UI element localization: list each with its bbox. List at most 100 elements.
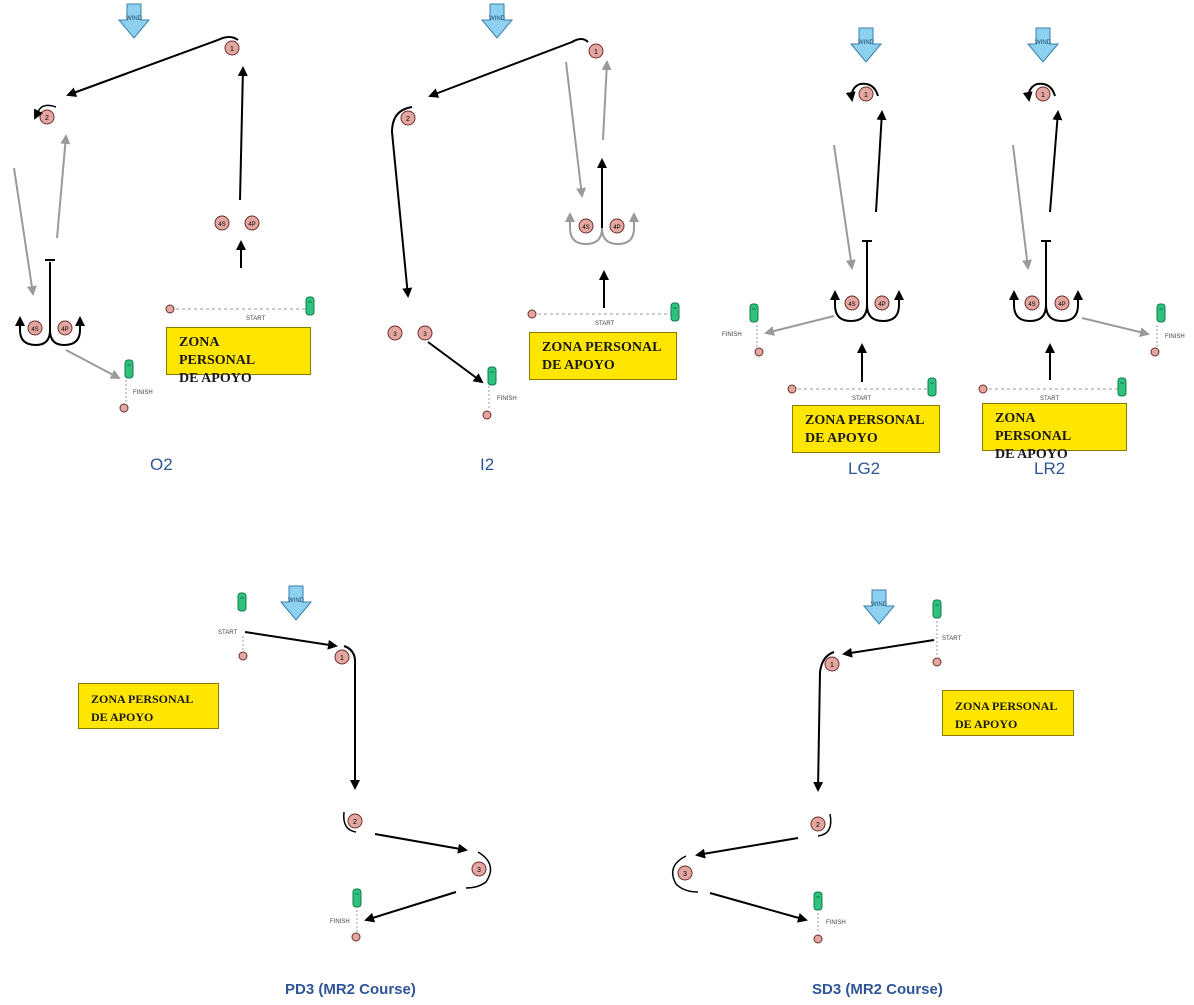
- lower-gate-mark-4p: 4P: [57, 320, 73, 336]
- gate-mark-4s-label: 4S: [1028, 302, 1035, 308]
- support-zone-line1: ZONA PERSONAL: [805, 413, 925, 428]
- gate-mark-4p: 4P: [244, 215, 260, 231]
- gate-mark-4s-label: 4S: [218, 222, 225, 228]
- finish-flag-icon: [813, 891, 823, 911]
- mark-3-rounding-arrow: [671, 855, 699, 893]
- start-pin-mark: [238, 651, 248, 661]
- course-i2: WIND 1 2 4S 4P 3 3 START: [387, 3, 680, 420]
- committee-flag-icon: [927, 377, 937, 397]
- committee-flag-icon: [1117, 377, 1127, 397]
- finish-pin-mark: [813, 934, 823, 944]
- start-label: START: [218, 630, 237, 636]
- course-o2: WIND 1 2 4S 4P 4S 4P START: [13, 3, 315, 413]
- committee-flag-icon: [305, 296, 315, 316]
- finish-pin-mark: [1150, 347, 1160, 357]
- finish-leg-arrow: [65, 349, 121, 379]
- course-lg2: WIND 1 4S 4P FINISH START: [722, 27, 937, 402]
- wind-label: WIND: [1035, 40, 1052, 46]
- gate-rounding-left: [15, 262, 51, 347]
- gate-rounding-right: [1045, 290, 1083, 323]
- mark-1: 1: [858, 86, 874, 102]
- finish-leg-arrow: [364, 891, 457, 923]
- mark-3: 3: [677, 865, 693, 881]
- finish-leg-arrow: [764, 315, 835, 336]
- start-pin-mark: [932, 657, 942, 667]
- beat-to-mark-1-arrow: [601, 60, 612, 141]
- finish-flag-icon: [487, 366, 497, 386]
- gate-rounding-left: [565, 212, 603, 246]
- wind-label: WIND: [858, 40, 875, 46]
- finish-pin-mark: [119, 403, 129, 413]
- support-zone-line2: DE APOYO: [955, 717, 1018, 731]
- start-leg-arrow: [244, 631, 338, 650]
- course-caption-lr2: LR2: [1034, 459, 1066, 478]
- course-pd3: WIND START 1 2 3 FINISH: [218, 585, 492, 942]
- support-zone-line1: ZONA PERSONAL: [542, 340, 662, 355]
- gate-mark-4p: 4P: [874, 295, 890, 311]
- gate-mark-4p-label: 4P: [248, 222, 255, 228]
- lower-gate-mark-3s-label: 3: [393, 332, 397, 338]
- gate-mark-4s-label: 4S: [582, 225, 589, 231]
- finish-leg-arrow: [1081, 317, 1150, 337]
- gate-mark-4p: 4P: [1054, 295, 1070, 311]
- lower-gate-mark-3p-label: 3: [423, 332, 427, 338]
- mark-2-rounding-arrow: [817, 813, 832, 837]
- beat-leg-arrow: [875, 110, 887, 213]
- finish-flag-icon: [749, 303, 759, 323]
- gate-mark-4p-label: 4P: [613, 225, 620, 231]
- gate-mark-4s: 4S: [214, 215, 230, 231]
- beat-leg-arrow: [1049, 110, 1063, 213]
- wind-label: WIND: [871, 602, 888, 608]
- support-zone-line1: ZONA PERSONAL: [91, 692, 194, 706]
- mark-3-rounding-arrow: [465, 851, 492, 889]
- cross-leg-arrow: [428, 38, 589, 98]
- course-lr2: WIND 1 4S 4P FINISH START: [978, 27, 1185, 402]
- start-label: START: [852, 396, 871, 402]
- run-leg-arrow: [343, 645, 360, 790]
- support-zone-pd3: ZONA PERSONAL DE APOYO: [78, 683, 219, 729]
- mark-1-label: 1: [594, 49, 598, 56]
- course-sd3: WIND START 1 2 3 FINISH: [671, 589, 961, 944]
- support-zone-line2: DE APOYO: [542, 358, 615, 373]
- support-zone-line1: ZONA PERSONAL: [179, 335, 256, 368]
- mark-1: 1: [334, 649, 350, 665]
- start-label: START: [942, 636, 961, 642]
- committee-flag-icon: [932, 599, 942, 619]
- wind-label: WIND: [126, 16, 143, 22]
- reach-leg-arrow: [374, 833, 468, 854]
- run-leg-arrow: [565, 61, 587, 198]
- start-pin-mark: [787, 384, 797, 394]
- finish-label: FINISH: [826, 920, 846, 926]
- gate-rounding-right: [866, 290, 904, 323]
- finish-leg-arrow: [709, 892, 808, 923]
- support-zone-line2: DE APOYO: [179, 371, 252, 386]
- wind-label: WIND: [489, 16, 506, 22]
- run-leg-arrow: [813, 651, 835, 792]
- run-leg-arrow: [13, 167, 37, 296]
- gate-mark-4s: 4S: [578, 218, 594, 234]
- start-label: START: [246, 316, 265, 322]
- lower-gate-mark-4s-label: 4S: [31, 327, 38, 333]
- mark-2-rounding-arrow: [34, 104, 57, 120]
- cross-leg-arrow: [66, 36, 239, 97]
- finish-pin-mark: [351, 932, 361, 942]
- mark-1-label: 1: [230, 46, 234, 53]
- mark-1: 1: [588, 43, 604, 59]
- second-beat-arrow: [56, 134, 71, 239]
- support-zone-lr2: ZONA PERSONAL DE APOYO: [982, 403, 1127, 462]
- support-zone-o2: ZONA PERSONAL DE APOYO: [166, 327, 311, 386]
- gate-mark-4s-label: 4S: [848, 302, 855, 308]
- finish-label: FINISH: [722, 332, 742, 338]
- support-zone-line1: ZONA PERSONAL: [995, 411, 1072, 444]
- mark-2: 2: [400, 110, 416, 126]
- gate-mark-4s: 4S: [844, 295, 860, 311]
- mark-1-rounding-arrow: [845, 82, 879, 102]
- course-caption-o2: O2: [150, 455, 173, 474]
- finish-label: FINISH: [1165, 334, 1185, 340]
- start-pin-mark: [978, 384, 988, 394]
- gate-rounding-left: [1009, 241, 1047, 323]
- mark-3: 3: [471, 861, 487, 877]
- gate-mark-4p-label: 4P: [878, 302, 885, 308]
- run-leg-arrow: [1012, 144, 1032, 270]
